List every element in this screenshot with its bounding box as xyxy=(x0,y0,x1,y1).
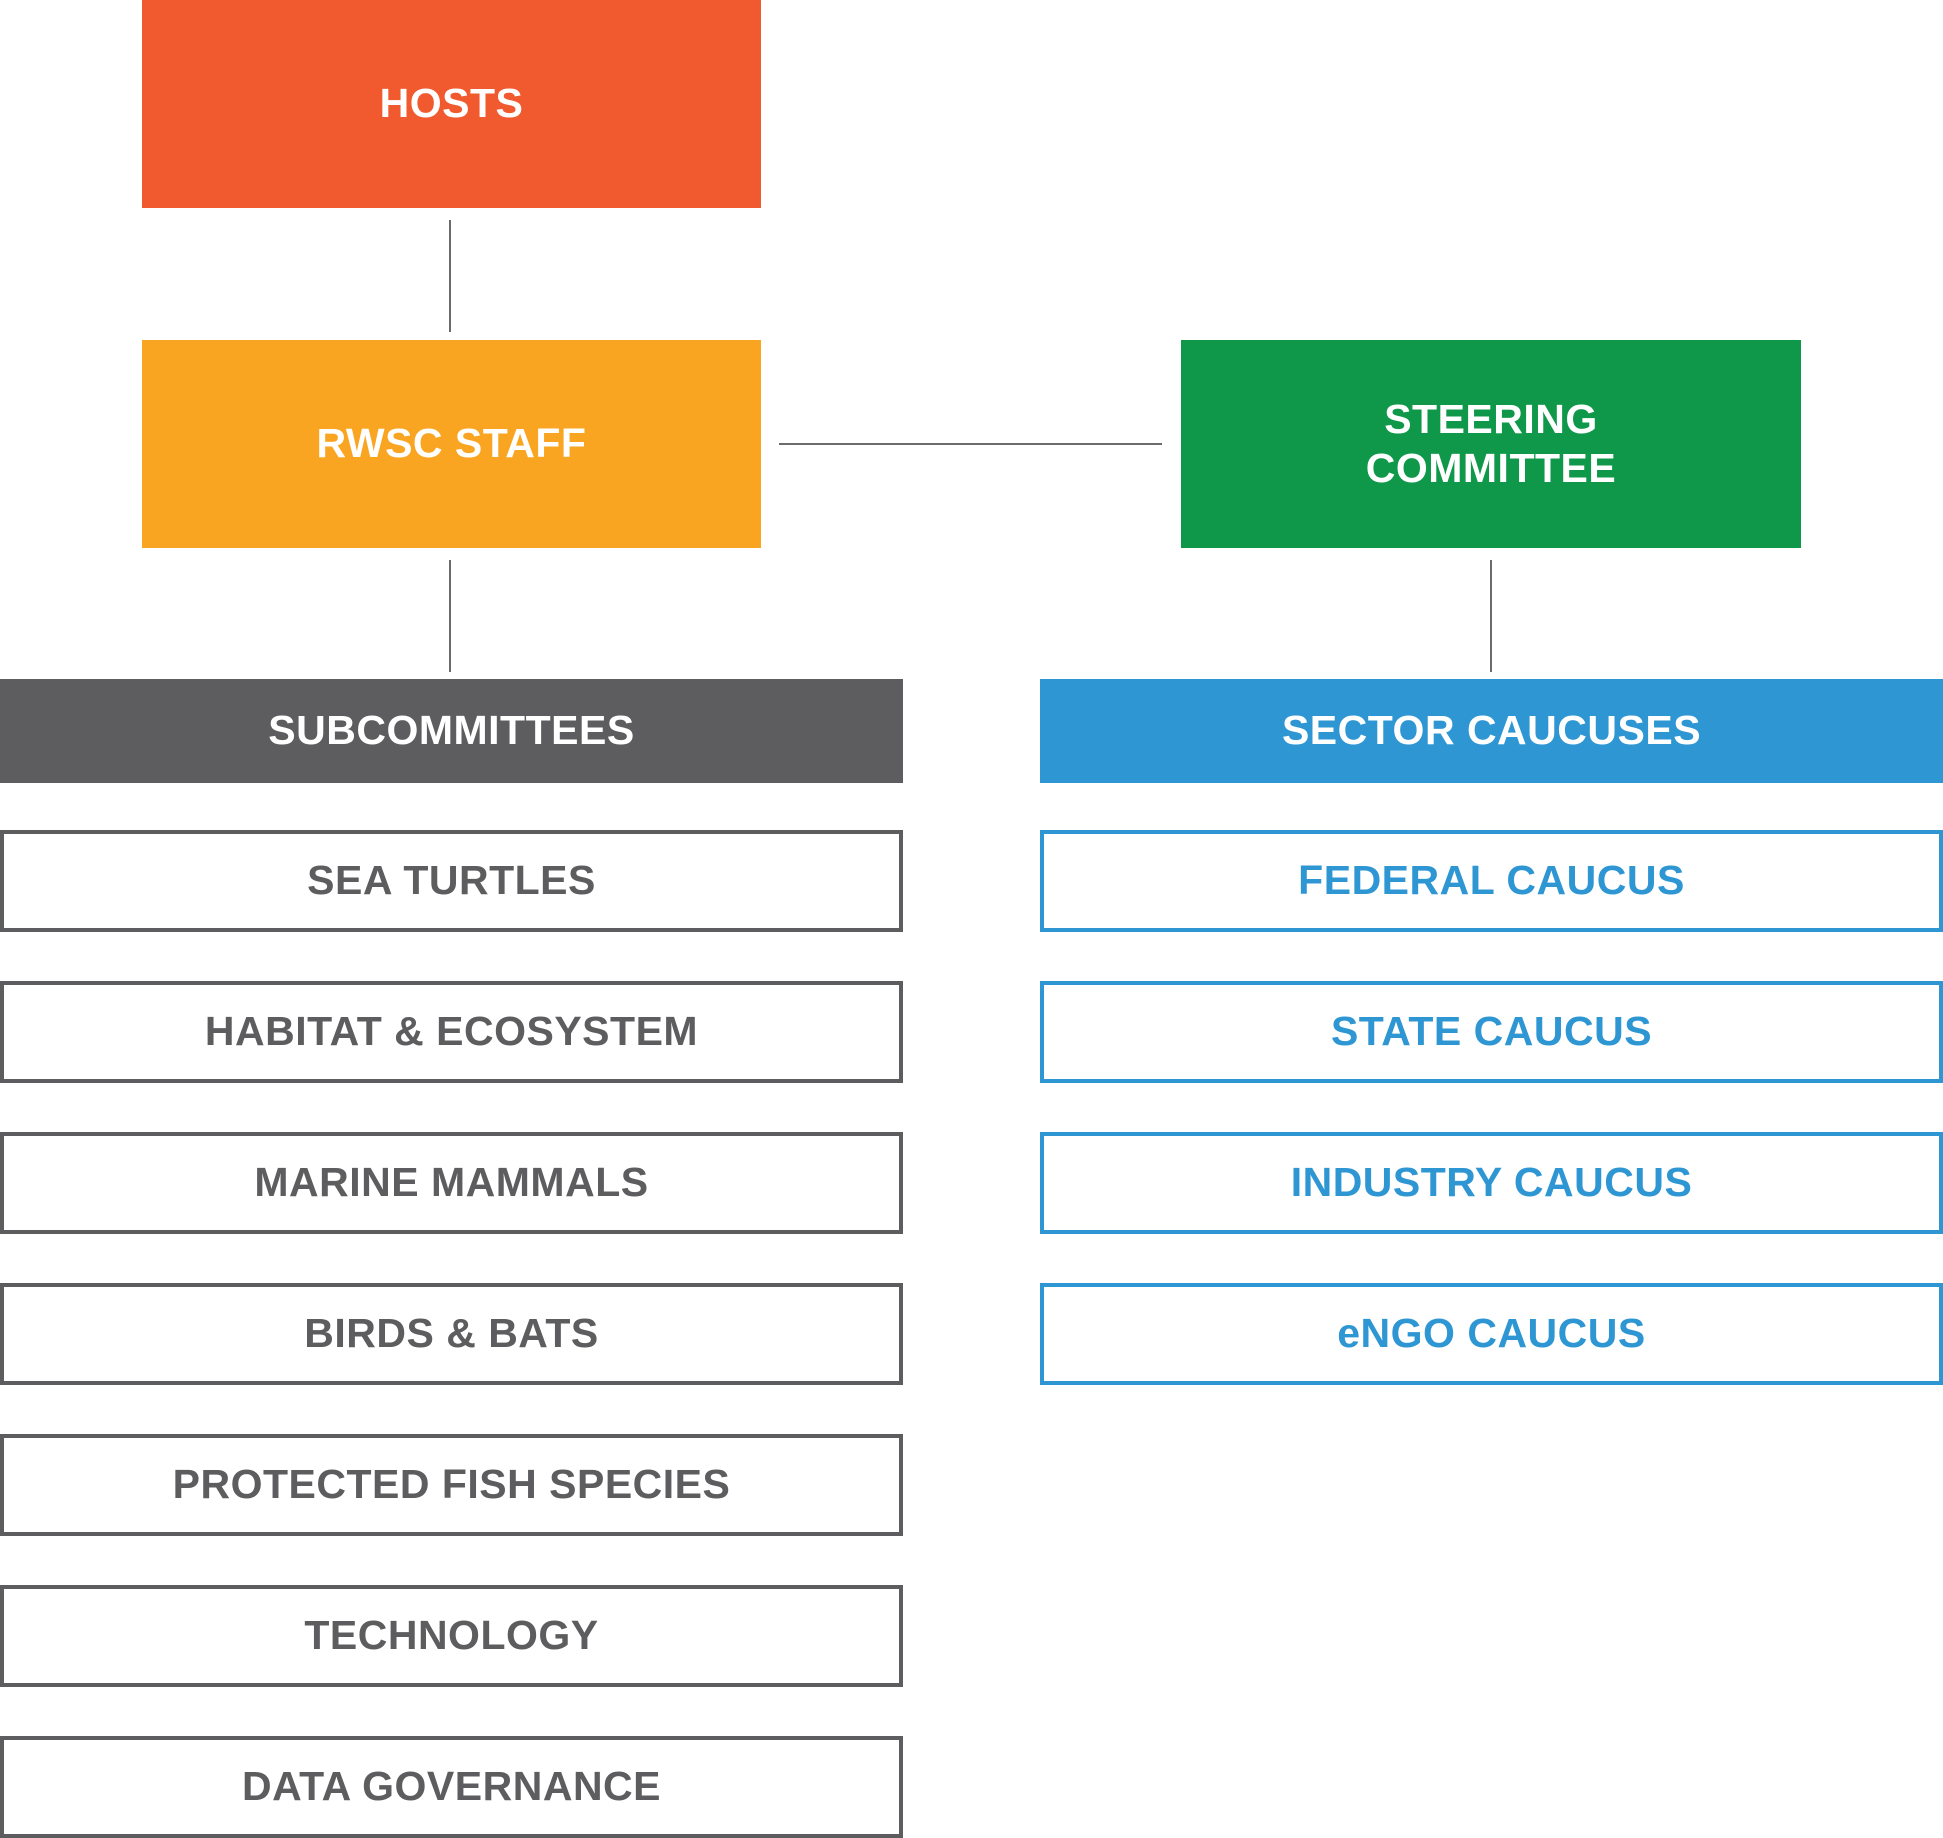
subcommittee-item: PROTECTED FISH SPECIES xyxy=(0,1434,903,1536)
subcommittee-item-label: DATA GOVERNANCE xyxy=(241,1763,662,1810)
subcommittee-item-label: PROTECTED FISH SPECIES xyxy=(172,1461,731,1508)
subcommittee-item-label: BIRDS & BATS xyxy=(304,1310,599,1357)
caucus-item-label: INDUSTRY CAUCUS xyxy=(1290,1159,1693,1206)
subcommittee-item: HABITAT & ECOSYSTEM xyxy=(0,981,903,1083)
connector-staff-steering xyxy=(779,443,1162,445)
sector-caucuses-header: SECTOR CAUCUSES xyxy=(1040,679,1943,783)
rwsc-staff-box: RWSC STAFF xyxy=(142,340,761,548)
connector-hosts-staff xyxy=(449,220,451,332)
subcommittee-item: SEA TURTLES xyxy=(0,830,903,932)
hosts-box: HOSTS xyxy=(142,0,761,208)
subcommittee-item-label: SEA TURTLES xyxy=(307,857,596,904)
caucus-item: FEDERAL CAUCUS xyxy=(1040,830,1943,932)
connector-staff-subcommittees xyxy=(449,560,451,672)
subcommittee-item: BIRDS & BATS xyxy=(0,1283,903,1385)
subcommittee-item-label: TECHNOLOGY xyxy=(304,1612,599,1659)
caucus-item: INDUSTRY CAUCUS xyxy=(1040,1132,1943,1234)
subcommittee-item: MARINE MAMMALS xyxy=(0,1132,903,1234)
subcommittee-item: DATA GOVERNANCE xyxy=(0,1736,903,1838)
subcommittee-item-label: MARINE MAMMALS xyxy=(254,1159,649,1206)
steering-committee-label: STEERING COMMITTEE xyxy=(1365,395,1617,491)
rwsc-staff-label: RWSC STAFF xyxy=(316,420,587,467)
steering-committee-box: STEERING COMMITTEE xyxy=(1181,340,1801,548)
caucus-item-label: eNGO CAUCUS xyxy=(1337,1310,1646,1357)
caucus-item: STATE CAUCUS xyxy=(1040,981,1943,1083)
subcommittee-item-label: HABITAT & ECOSYSTEM xyxy=(204,1008,699,1055)
subcommittees-header: SUBCOMMITTEES xyxy=(0,679,903,783)
caucus-item-label: STATE CAUCUS xyxy=(1330,1008,1653,1055)
subcommittees-header-label: SUBCOMMITTEES xyxy=(268,707,635,754)
caucus-item: eNGO CAUCUS xyxy=(1040,1283,1943,1385)
hosts-label: HOSTS xyxy=(379,80,524,127)
subcommittee-item: TECHNOLOGY xyxy=(0,1585,903,1687)
sector-caucuses-header-label: SECTOR CAUCUSES xyxy=(1281,707,1702,754)
caucus-item-label: FEDERAL CAUCUS xyxy=(1298,857,1685,904)
connector-steering-caucuses xyxy=(1490,560,1492,672)
